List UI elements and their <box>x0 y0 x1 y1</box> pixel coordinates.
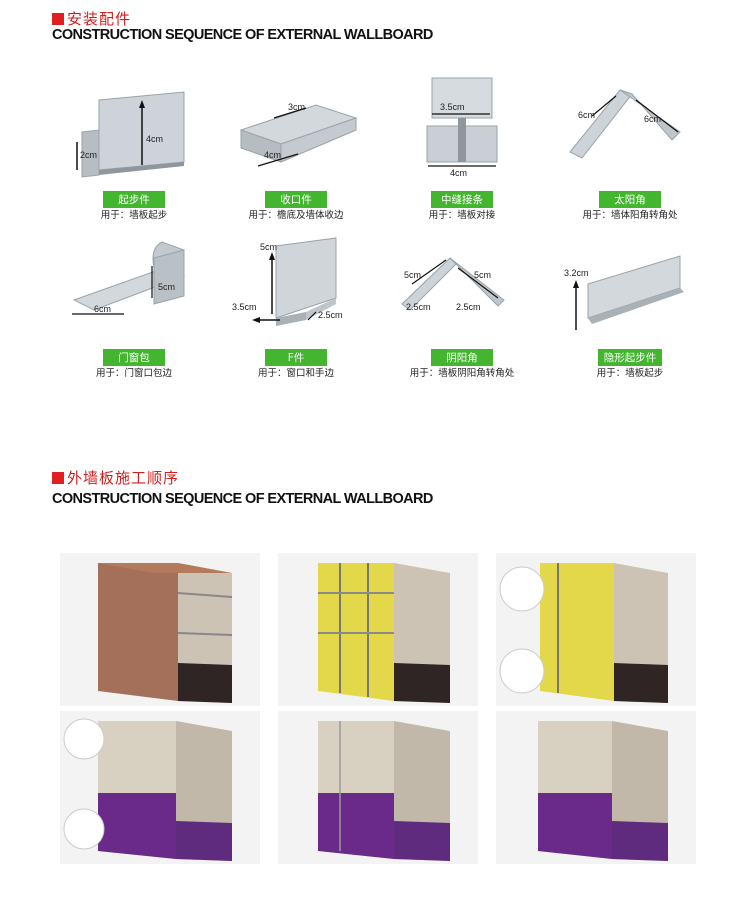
svg-text:2cm: 2cm <box>80 150 97 160</box>
step-photo-1 <box>60 553 260 706</box>
accessory-use: 用于：门窗口包边 <box>95 368 172 379</box>
svg-text:2.5cm: 2.5cm <box>406 302 431 312</box>
red-square-icon <box>52 472 64 484</box>
accessory-label: F件 <box>265 349 327 366</box>
accessory-use: 用于：墙板阴阳角转角处 <box>409 368 515 379</box>
accessory-label: 阴阳角 <box>431 349 493 366</box>
accessory-label: 隐形起步件 <box>597 349 663 366</box>
step-photo-5 <box>278 711 478 864</box>
accessory-label: 门窗包 <box>103 349 165 366</box>
starter-profile-illustration: 2cm 4cm <box>76 91 185 178</box>
accessory-use: 用于：墙板起步 <box>596 368 664 379</box>
accessory-card-inner-outer-corner: 5cm 5cm 2.5cm 2.5cm 阴阳角 用于：墙板阴阳角转角处 <box>372 228 552 379</box>
accessory-label: 起步件 <box>103 191 165 208</box>
step-photo-2 <box>278 553 478 706</box>
accessory-use: 用于：檐底及墙体收边 <box>248 210 344 221</box>
inner-outer-corner-illustration: 5cm 5cm 2.5cm 2.5cm <box>401 257 505 312</box>
accessory-card-hidden-starter: 3.2cm 隐形起步件 用于：墙板起步 <box>540 228 720 379</box>
step-photo-4 <box>60 711 260 864</box>
svg-text:3.5cm: 3.5cm <box>440 102 465 112</box>
svg-text:6cm: 6cm <box>94 304 111 314</box>
section-title-accessories: 安装配件 <box>52 8 131 29</box>
accessory-label: 中缝接条 <box>431 191 493 208</box>
edge-trim-illustration: 3cm 4cm <box>239 102 358 167</box>
svg-text:4cm: 4cm <box>264 150 281 160</box>
svg-text:3.2cm: 3.2cm <box>564 268 589 278</box>
accessory-use: 用于：墙板对接 <box>428 210 496 221</box>
svg-text:2.5cm: 2.5cm <box>456 302 481 312</box>
accessory-card-edge-trim: 3cm 4cm 收口件 用于：檐底及墙体收边 <box>206 70 386 221</box>
door-window-trim-illustration: 5cm 6cm <box>72 241 186 315</box>
section-title-sequence: 外墙板施工顺序 <box>52 467 179 488</box>
svg-text:3cm: 3cm <box>288 102 305 112</box>
accessory-use: 用于：墙板起步 <box>100 210 168 221</box>
step-photo-6 <box>496 711 696 864</box>
step-photo-3 <box>496 553 696 706</box>
svg-text:5cm: 5cm <box>404 270 421 280</box>
outer-corner-illustration: 6cm 6cm <box>569 89 681 159</box>
svg-text:5cm: 5cm <box>260 242 277 252</box>
svg-text:4cm: 4cm <box>450 168 467 178</box>
svg-text:5cm: 5cm <box>474 270 491 280</box>
accessory-card-joint-strip: 3.5cm 4cm 中缝接条 用于：墙板对接 <box>372 70 552 221</box>
svg-text:4cm: 4cm <box>146 134 163 144</box>
accessory-use: 用于：窗口和手边 <box>257 368 334 379</box>
section-subtitle: CONSTRUCTION SEQUENCE OF EXTERNAL WALLBO… <box>52 27 433 43</box>
accessory-use: 用于：墙体阳角转角处 <box>582 210 678 221</box>
accessory-card-starter: 2cm 4cm 起步件 用于：墙板起步 <box>44 70 224 221</box>
hidden-starter-illustration: 3.2cm <box>564 255 684 330</box>
svg-text:6cm: 6cm <box>578 110 595 120</box>
accessory-label: 太阳角 <box>599 191 661 208</box>
svg-text:6cm: 6cm <box>644 114 661 124</box>
accessory-card-outer-corner: 6cm 6cm 太阳角 用于：墙体阳角转角处 <box>540 70 720 221</box>
svg-text:5cm: 5cm <box>158 282 175 292</box>
svg-text:2.5cm: 2.5cm <box>318 310 343 320</box>
accessory-card-f-trim: 5cm 3.5cm 2.5cm F件 用于：窗口和手边 <box>206 228 386 379</box>
accessory-label: 收口件 <box>265 191 327 208</box>
f-trim-illustration: 5cm 3.5cm 2.5cm <box>232 237 343 326</box>
joint-strip-illustration: 3.5cm 4cm <box>426 77 498 178</box>
red-square-icon <box>52 13 64 25</box>
svg-text:3.5cm: 3.5cm <box>232 302 257 312</box>
section-subtitle: CONSTRUCTION SEQUENCE OF EXTERNAL WALLBO… <box>52 491 433 507</box>
accessory-card-door-window-trim: 5cm 6cm 门窗包 用于：门窗口包边 <box>44 228 224 379</box>
